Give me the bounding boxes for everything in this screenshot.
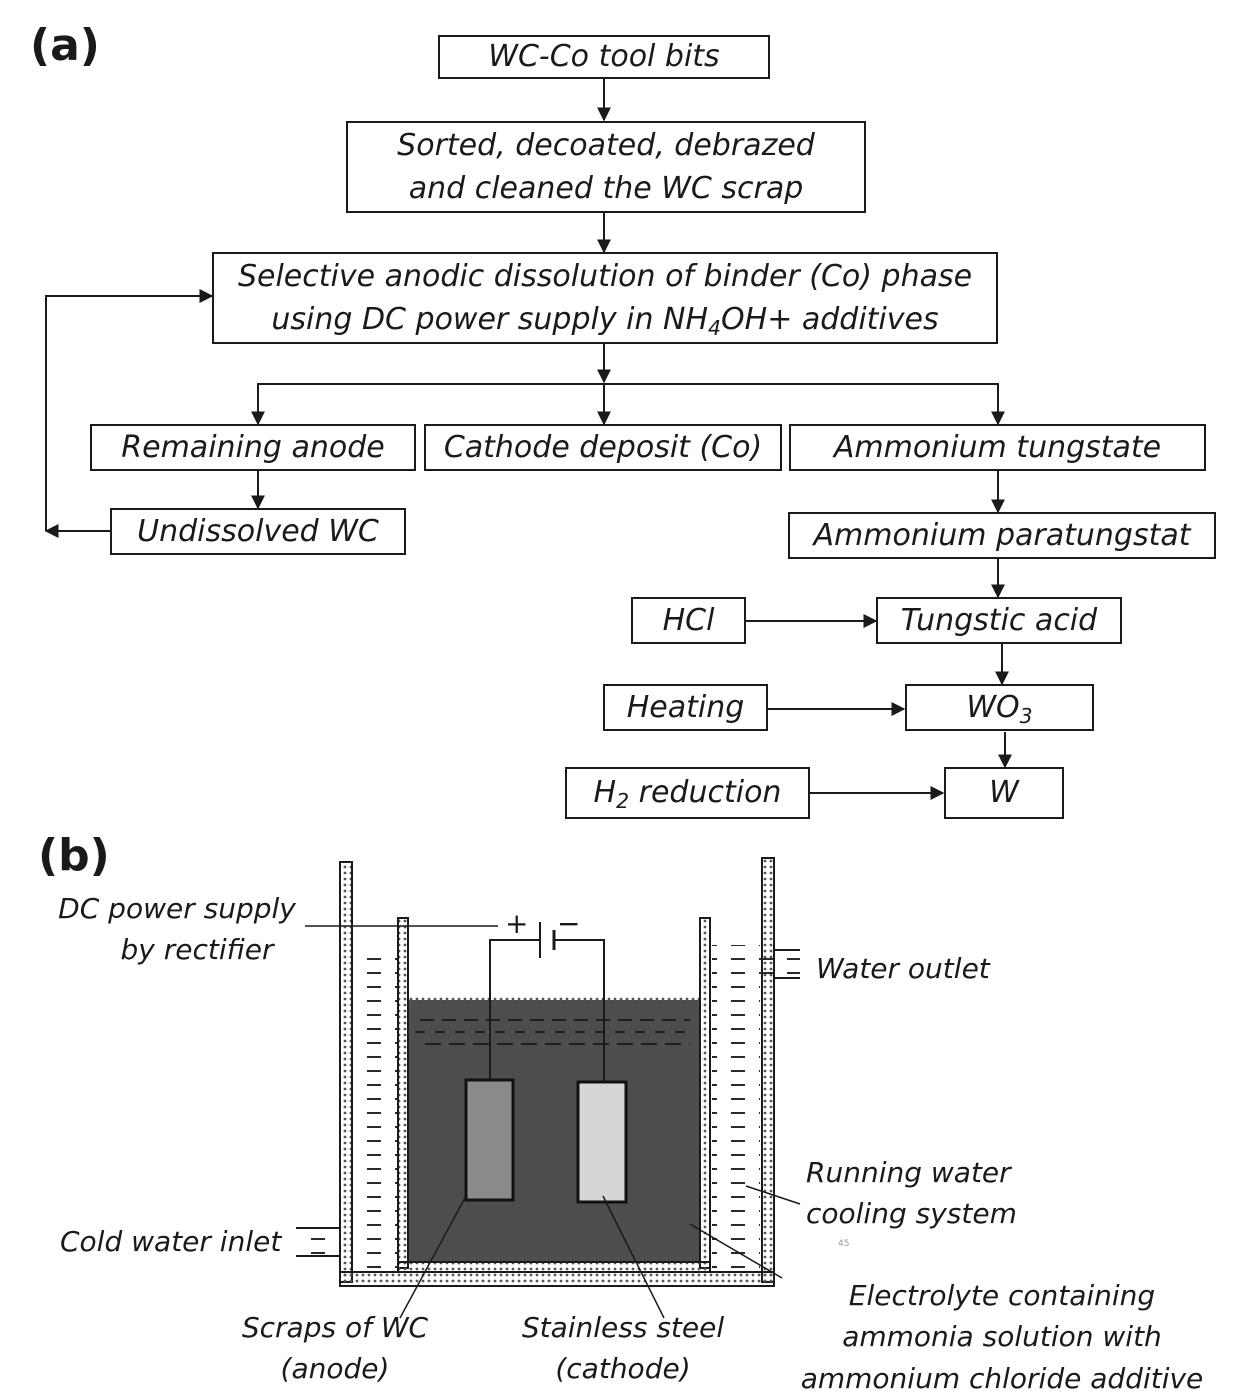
leader-electrolyte — [689, 1223, 783, 1279]
h2-reduction-box: H2 reduction — [565, 767, 810, 819]
tiny-mark: 45 — [838, 1239, 850, 1249]
selective-dissolution-box: Selective anodic dissolution of binder (… — [212, 252, 998, 344]
plus-sign: + — [505, 907, 529, 940]
electrolyte-label: Electrolyte containing ammonia solution … — [800, 1279, 1204, 1395]
minus-sign: − — [557, 907, 581, 940]
sorted-line-2: and cleaned the WC scrap — [408, 171, 804, 206]
sorted-cleaned-box: Sorted, decoated, debrazed and cleaned t… — [346, 121, 866, 213]
jacket-water-left — [353, 955, 397, 1271]
remaining-anode-box: Remaining anode — [90, 424, 416, 471]
panel-a-label: (a) — [30, 20, 100, 71]
electrolyte-surface — [409, 996, 699, 1006]
cold-water-inlet-label: Cold water inlet — [60, 1225, 282, 1258]
ammonium-tungstate-text: Ammonium tungstate — [833, 429, 1162, 465]
cathode-deposit-box: Cathode deposit (Co) — [424, 424, 782, 471]
anode-electrode — [464, 1078, 515, 1202]
undissolved-wc-text: Undissolved WC — [137, 513, 379, 549]
remaining-anode-text: Remaining anode — [121, 429, 385, 465]
ammonium-paratungstat-text: Ammonium paratungstat — [813, 517, 1191, 553]
w-box: W — [944, 767, 1064, 819]
tungstic-acid-text: Tungstic acid — [900, 602, 1098, 638]
scraps-of-wc-label: Scraps of WC (anode) — [241, 1311, 429, 1386]
tungstic-acid-box: Tungstic acid — [876, 597, 1122, 644]
outer-wall-left — [339, 861, 353, 1283]
inner-wall-left — [397, 917, 409, 1269]
wc-co-tool-bits-box: WC-Co tool bits — [438, 35, 770, 79]
hcl-text: HCl — [662, 602, 715, 638]
stainless-steel-label: Stainless steel (cathode) — [521, 1311, 725, 1386]
water-outlet-label: Water outlet — [816, 952, 990, 985]
cell-drawing — [296, 857, 801, 1319]
water-inlet-pipe — [296, 1227, 341, 1257]
wc-co-tool-bits-text: WC-Co tool bits — [488, 39, 720, 75]
w-text: W — [989, 775, 1019, 811]
cathode-deposit-text: Cathode deposit (Co) — [443, 429, 763, 465]
leader-anode — [399, 1195, 467, 1319]
jacket-water-right — [712, 945, 760, 1271]
undissolved-wc-box: Undissolved WC — [110, 508, 406, 555]
sorted-line-1: Sorted, decoated, debrazed — [397, 127, 815, 163]
water-outlet-pipe — [740, 949, 800, 979]
wo3-text: WO3 — [966, 689, 1033, 728]
leader-running-water — [745, 1185, 801, 1205]
hcl-box: HCl — [631, 597, 746, 644]
selective-line-2: using DC power supply in NH4OH+ additive… — [271, 302, 939, 341]
selective-line-1: Selective anodic dissolution of binder (… — [237, 258, 973, 294]
outer-wall-right — [761, 857, 775, 1283]
cathode-wire — [555, 939, 605, 1082]
ammonium-paratungstat-box: Ammonium paratungstat — [788, 512, 1216, 559]
dc-power-supply-label: DC power supply by rectifier — [58, 892, 296, 967]
panel-b-label: (b) — [38, 830, 110, 881]
h2-reduction-text: H2 reduction — [593, 775, 782, 814]
heating-text: Heating — [626, 689, 745, 725]
electrolyte-surface-dashes — [415, 1019, 695, 1045]
anode-wire — [489, 939, 540, 1080]
outer-wall-bottom — [339, 1271, 775, 1287]
ammonium-tungstate-box: Ammonium tungstate — [789, 424, 1206, 471]
leader-lines — [305, 925, 801, 1319]
running-water-label: Running water cooling system — [806, 1156, 1017, 1231]
wo3-box: WO3 — [905, 684, 1094, 731]
inner-wall-bottom — [397, 1261, 711, 1273]
branch-bar — [251, 383, 1005, 426]
flow-arrows — [44, 78, 1012, 800]
inner-wall-right — [699, 917, 711, 1269]
recycle-loop — [45, 289, 214, 531]
cathode-electrode — [576, 1080, 628, 1204]
heating-box: Heating — [603, 684, 768, 731]
leader-cathode — [602, 1195, 665, 1319]
